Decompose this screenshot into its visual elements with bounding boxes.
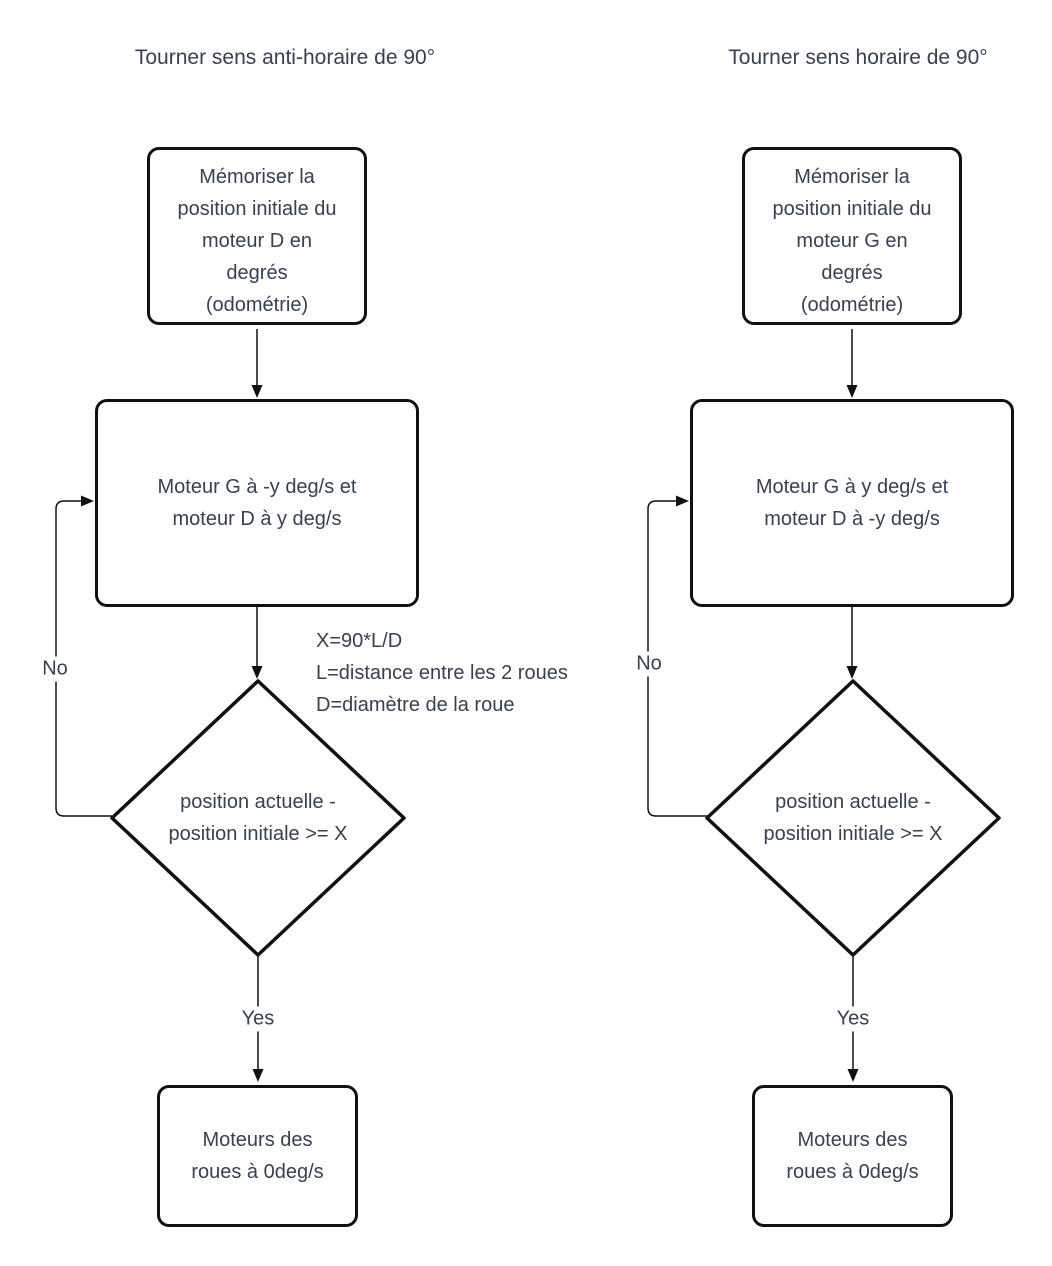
text-line: position actuelle - (180, 791, 336, 813)
text-line: Mémoriser la (199, 166, 315, 188)
text-line: Moteurs des (202, 1129, 313, 1151)
text-line: degrés (226, 262, 288, 284)
left-chart-title: Tourner sens anti-horaire de 90° (134, 46, 436, 69)
text-line: (odométrie) (800, 294, 904, 316)
text-line: (odométrie) (205, 294, 309, 316)
arrowhead (847, 1069, 859, 1082)
arrowhead (252, 1069, 264, 1082)
text-line: moteur D en (201, 230, 313, 252)
text-line: roues à 0deg/s (786, 1161, 919, 1183)
text-line: position initiale >= X (168, 823, 348, 845)
text-line: D=diamètre de la roue (316, 694, 515, 716)
right-yes-label: Yes (831, 1006, 875, 1032)
left-decision-diamond (110, 679, 406, 957)
right-motors-node: Moteur G à y deg/s et moteur D à -y deg/… (690, 399, 1014, 607)
arrowhead (846, 385, 858, 398)
text-line: Moteur G à -y deg/s et (157, 476, 357, 498)
left-no-label: No (37, 656, 73, 682)
text-line: L=distance entre les 2 roues (316, 662, 568, 684)
text-line: position initiale du (772, 198, 932, 220)
formula-annotation: X=90*L/D L=distance entre les 2 roues D=… (316, 625, 568, 721)
arrowhead (846, 666, 858, 679)
arrowhead (251, 385, 263, 398)
text-line: position initiale du (177, 198, 337, 220)
text-line: position actuelle - (775, 791, 931, 813)
left-memorize-node: Mémoriser la position initiale du moteur… (147, 147, 367, 325)
text-line: X=90*L/D (316, 630, 403, 652)
arrowhead (676, 495, 689, 507)
text-line: Mémoriser la (794, 166, 910, 188)
text-line: roues à 0deg/s (191, 1161, 324, 1183)
right-stop-node: Moteurs des roues à 0deg/s (752, 1085, 953, 1227)
right-decision-diamond (705, 679, 1001, 957)
text-line: moteur D à -y deg/s (764, 508, 940, 530)
text-line: Moteur G à y deg/s et (755, 476, 949, 498)
arrowhead (251, 666, 263, 679)
arrowhead (81, 495, 94, 507)
left-yes-label: Yes (236, 1006, 280, 1032)
text-line: Moteurs des (797, 1129, 908, 1151)
right-condition-text: position actuelle - position initiale >=… (763, 786, 942, 850)
left-stop-node: Moteurs des roues à 0deg/s (157, 1085, 358, 1227)
right-no-label: No (631, 651, 667, 677)
text-line: position initiale >= X (763, 823, 943, 845)
left-condition-text: position actuelle - position initiale >=… (168, 786, 347, 850)
text-line: moteur G en (796, 230, 908, 252)
right-chart-title: Tourner sens horaire de 90° (728, 46, 988, 69)
left-motors-node: Moteur G à -y deg/s et moteur D à y deg/… (95, 399, 419, 607)
text-line: degrés (821, 262, 883, 284)
text-line: moteur D à y deg/s (172, 508, 342, 530)
right-memorize-node: Mémoriser la position initiale du moteur… (742, 147, 962, 325)
